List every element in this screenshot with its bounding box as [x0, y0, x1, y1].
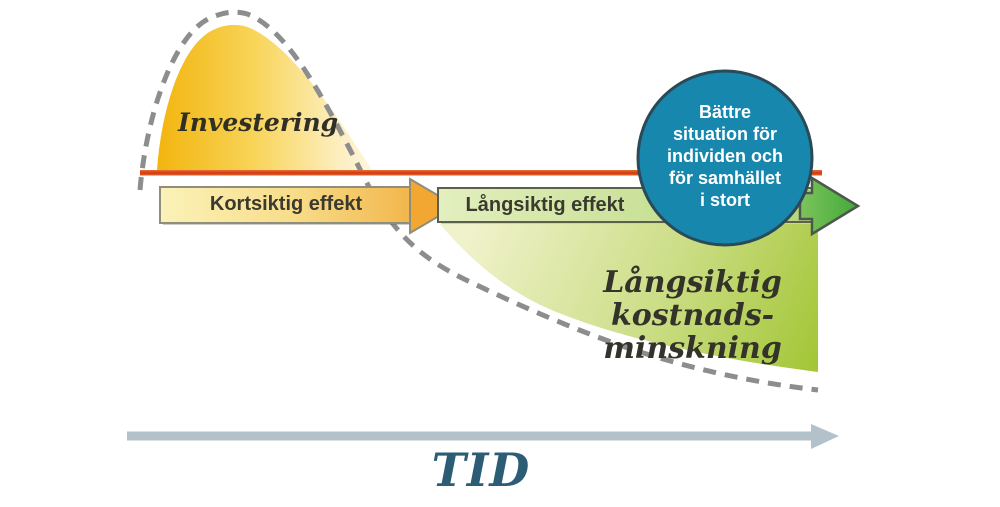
time-arrow-head	[811, 424, 839, 449]
cost-reduction-line-1: Långsiktig kostnads-	[603, 265, 782, 333]
outcome-line-3: individen och	[666, 146, 783, 166]
cost-reduction-area	[440, 224, 818, 372]
short-term-band	[159, 186, 413, 224]
investment-label: Investering	[178, 108, 339, 137]
red-level-line	[140, 170, 822, 176]
long-term-effect-label: Långsiktig effekt	[465, 194, 625, 216]
outcome-circle-text: Bättre situation för individen och för s…	[625, 101, 825, 211]
time-axis-label: TID	[431, 443, 531, 497]
outcome-circle	[636, 69, 814, 247]
short-term-effect-label: Kortsiktig effekt	[209, 193, 363, 215]
outcome-line-2: situation för	[673, 124, 777, 144]
short-term-arrowhead	[409, 177, 458, 235]
outcome-line-4: för samhället	[668, 168, 782, 188]
outcome-line-5: i stort	[699, 190, 750, 210]
cost-reduction-label: Långsiktig kostnads- minskning	[540, 266, 845, 365]
investment-area	[157, 24, 372, 170]
outcome-line-1: Bättre	[698, 102, 751, 122]
cost-reduction-line-2: minskning	[603, 331, 782, 366]
long-term-arrowhead	[798, 175, 861, 237]
